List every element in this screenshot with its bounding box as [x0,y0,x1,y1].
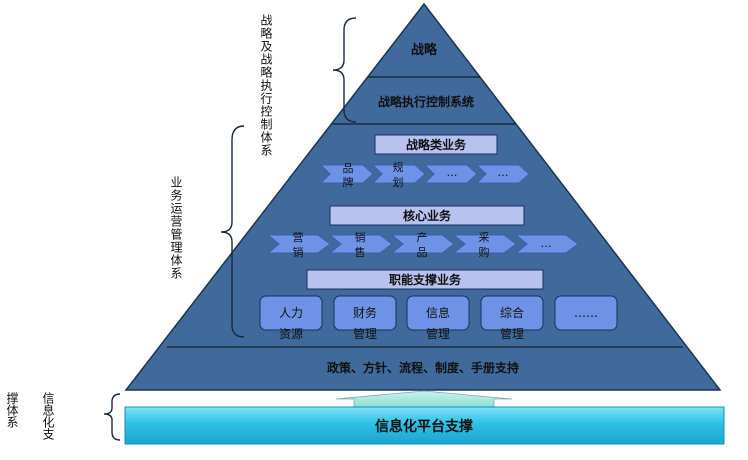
chevron-shape [328,234,393,254]
chevron-shape [452,234,517,254]
chevron-char: 售 [355,245,366,259]
strategic-business-box [374,134,498,155]
brace-operation [220,125,245,338]
chevron-shape [514,234,579,254]
pyramid-body [124,2,722,391]
function-box [259,295,323,331]
brace-strategy [332,17,357,123]
chevron-char: 品 [343,162,354,175]
functional-business-title: 职能支撑业务 [389,272,462,287]
strategic-chevron-row: 品 牌 规 划 … … [319,160,530,189]
chevron-char: … [541,237,552,250]
chevron-shape [371,164,426,184]
platform-bar [124,406,725,445]
foundation-label: 政策、方针、流程、制度、手册支持 [327,360,519,375]
support-system-label-col2: 信息化支 [41,392,55,440]
chevron-char: 品 [417,246,428,259]
function-box [406,295,470,331]
chevron-char: 采 [479,231,490,244]
chevron-shape [475,164,530,184]
platform-label: 信息化平台支撑 [375,418,473,435]
function-box [480,295,544,331]
strategy-control-label: 战略执行控制系统 [378,94,474,109]
functional-box-row: 人力 资源 财务 管理 信息 管理 综合 管理 …… [259,295,618,341]
strategy-system-label: 战略及战略执行控制体系 [259,14,273,157]
chevron-shape [423,164,478,184]
chevron-char: 规 [393,160,404,174]
chevron-char: 销 [293,245,304,259]
function-box-line1: 信息 [426,305,450,320]
strategy-label: 战略 [411,42,438,58]
chevron-shape [266,234,331,254]
chevron-char: 产 [417,230,428,244]
chevron-char: 购 [479,245,490,259]
strategic-business-title: 战略类业务 [406,137,467,152]
function-box-line1: 综合 [500,305,524,320]
function-box [554,295,618,331]
chevron-char: … [447,166,458,179]
chevron-char: 销 [355,230,366,244]
chevron-char: 牌 [343,175,354,189]
function-box-line2: 资源 [279,327,303,341]
chevron-char: 营 [293,230,304,244]
function-box [333,295,397,331]
function-box-line1: 财务 [353,305,377,320]
core-business-box [329,205,525,226]
function-box-line2: 管理 [353,326,377,341]
functional-business-box [306,269,544,290]
operation-system-label: 业务运营管理体系 [169,176,183,280]
brace-support [103,393,121,441]
chevron-char: 划 [393,176,404,189]
function-box-line1: …… [574,306,598,320]
function-box-line2: 管理 [426,326,450,341]
up-arrow [335,390,513,408]
core-chevron-row: 营 销 销 售 产 品 采 购 … [266,230,579,259]
chevron-char: … [498,166,509,179]
support-system-label-col1: 撑体系 [5,391,19,428]
function-box-line2: 管理 [500,326,524,341]
chevron-shape [390,234,455,254]
function-box-line1: 人力 [279,306,303,320]
core-business-title: 核心业务 [403,208,452,223]
chevron-shape [319,164,374,184]
